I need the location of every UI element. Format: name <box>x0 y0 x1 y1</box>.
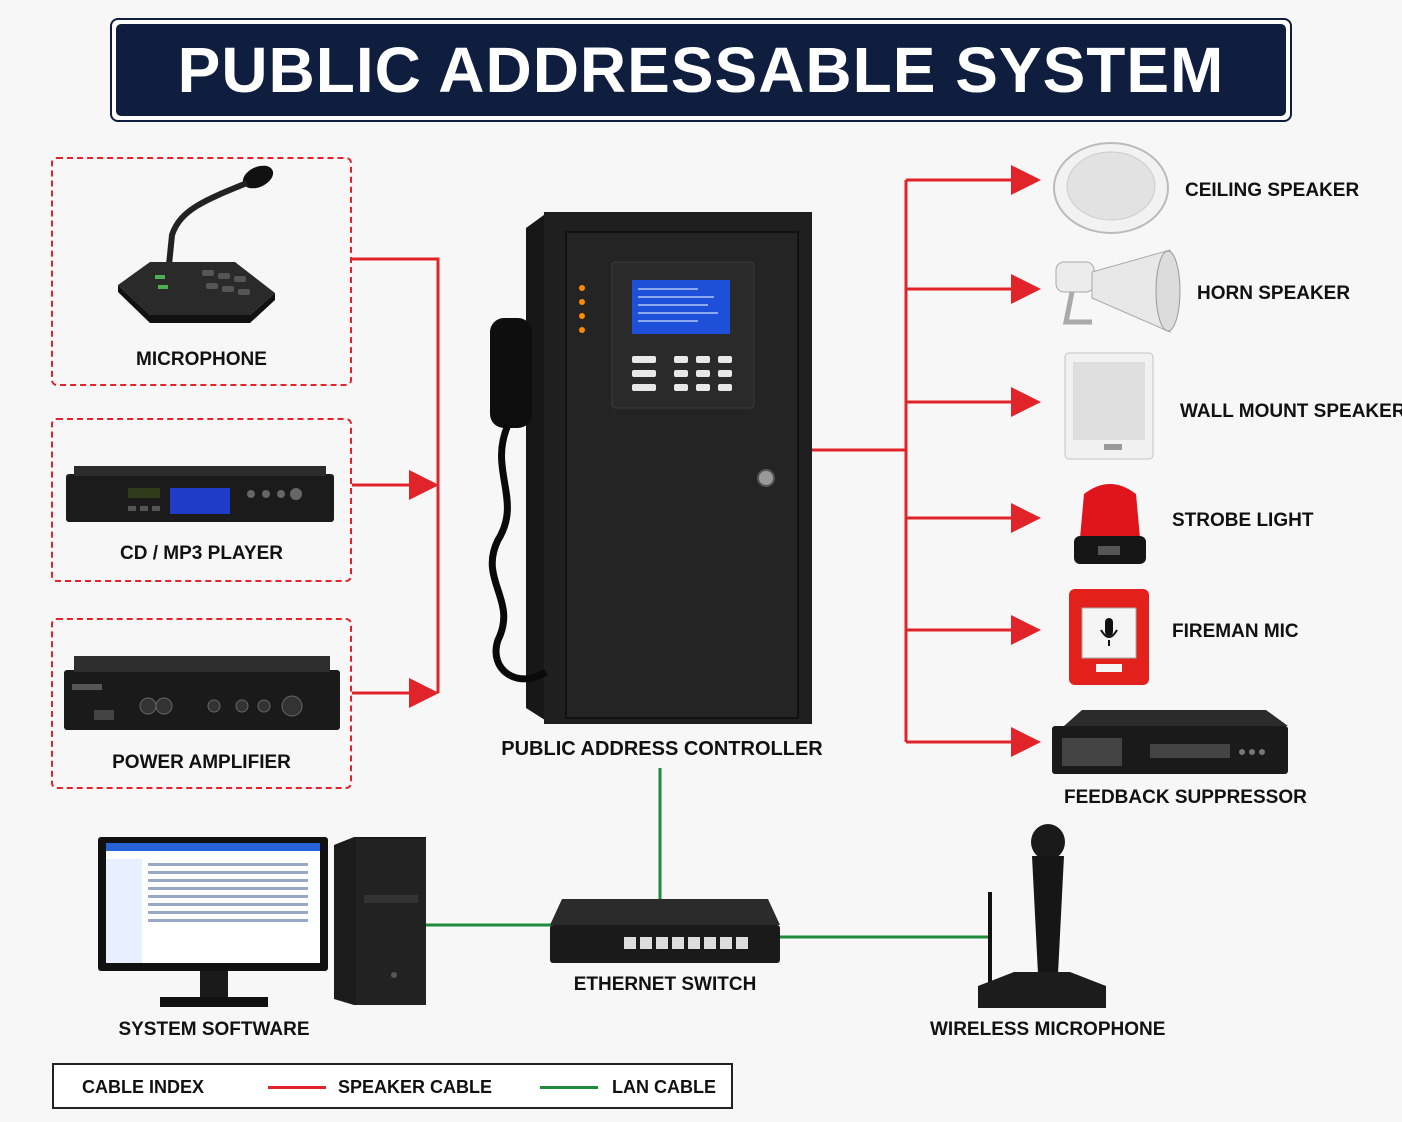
ceiling-speaker-icon <box>1053 142 1169 234</box>
pa-controller-label: PUBLIC ADDRESS CONTROLLER <box>501 738 823 760</box>
computer-workstation-icon <box>98 837 426 1007</box>
fireman-mic-label: FIREMAN MIC <box>1172 621 1299 642</box>
speaker-cable-swatch <box>268 1086 326 1089</box>
strobe-light-label: STROBE LIGHT <box>1172 510 1314 531</box>
cd-mp3-player-label: CD / MP3 PLAYER <box>120 543 283 564</box>
diagram-title: PUBLIC ADDRESSABLE SYSTEM <box>116 24 1286 116</box>
fireman-mic-icon <box>1069 589 1149 685</box>
cd-mp3-player-box <box>51 418 352 582</box>
wall-mount-speaker-icon <box>1064 352 1154 460</box>
wireless-microphone-icon <box>978 824 1106 1008</box>
legend-title: CABLE INDEX <box>82 1077 205 1097</box>
title-banner: PUBLIC ADDRESSABLE SYSTEM <box>110 18 1292 122</box>
system-software-label: SYSTEM SOFTWARE <box>118 1019 310 1040</box>
lan-cable-swatch <box>540 1086 598 1089</box>
lan-cables <box>426 768 990 939</box>
microphone-label: MICROPHONE <box>136 349 267 370</box>
power-amplifier-icon <box>64 656 340 730</box>
lan-cable-label: LAN CABLE <box>612 1077 716 1097</box>
output-speaker-cables <box>812 165 1041 757</box>
feedback-suppressor-icon <box>1052 710 1288 774</box>
input-speaker-cables <box>352 257 440 708</box>
feedback-suppressor-label: FEEDBACK SUPPRESSOR <box>1064 787 1307 808</box>
ethernet-switch-icon <box>550 899 780 963</box>
wall-mount-speaker-label: WALL MOUNT SPEAKER <box>1180 401 1402 422</box>
ethernet-switch-label: ETHERNET SWITCH <box>573 974 757 995</box>
ceiling-speaker-label: CEILING SPEAKER <box>1185 180 1360 201</box>
power-amplifier-box <box>51 618 352 789</box>
cable-index-legend: CABLE INDEX SPEAKER CABLE LAN CABLE <box>52 1063 733 1109</box>
horn-speaker-icon <box>1055 249 1181 333</box>
power-amplifier-label: POWER AMPLIFIER <box>112 752 291 773</box>
paging-microphone-icon <box>118 165 275 323</box>
speaker-cable-label: SPEAKER CABLE <box>338 1077 493 1097</box>
strobe-light-icon <box>1074 484 1146 564</box>
pa-controller-cabinet-icon <box>488 212 812 724</box>
horn-speaker-label: HORN SPEAKER <box>1197 283 1351 304</box>
microphone-box <box>51 157 352 386</box>
wireless-microphone-label: WIRELESS MICROPHONE <box>930 1019 1166 1040</box>
cd-mp3-player-icon <box>66 466 334 522</box>
